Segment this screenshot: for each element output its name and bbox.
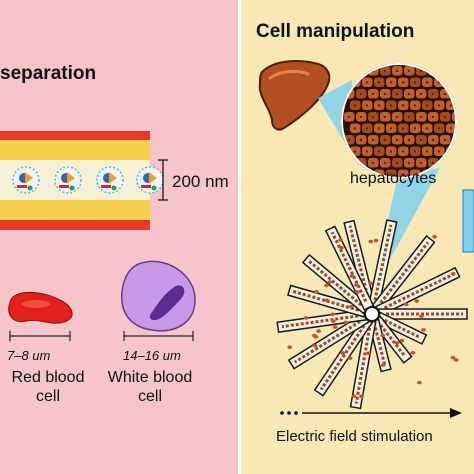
seeded-cell <box>340 351 346 355</box>
hepatocyte <box>452 66 456 76</box>
seeded-cell <box>410 351 416 355</box>
hepatocyte <box>458 101 469 111</box>
seeded-cell <box>399 338 405 343</box>
liver-organ <box>258 60 331 131</box>
seeded-cell <box>368 239 374 244</box>
rbc-size-label: 7–8 um <box>7 348 51 363</box>
seeded-cell <box>432 234 437 239</box>
hepatocyte <box>458 124 469 134</box>
rbc-size-bar <box>9 331 71 341</box>
seeded-cell <box>450 272 456 276</box>
seeded-cell <box>330 312 336 317</box>
nanoparticle <box>54 166 82 194</box>
nanoparticle <box>12 166 40 194</box>
section-title-separation: separation <box>0 63 97 84</box>
scale-bracket <box>158 159 168 201</box>
hepatocyte <box>344 158 355 168</box>
seeded-cell <box>355 290 360 294</box>
wbc-name-label: White blood cell <box>106 368 194 406</box>
wbc-size-bar <box>123 331 194 341</box>
seeded-cell <box>351 394 357 398</box>
wbc-name-line2: cell <box>137 388 162 405</box>
hepatocyte <box>452 158 456 168</box>
seeded-cell <box>324 298 330 303</box>
radial-electrode-device <box>276 219 468 410</box>
section-title-manipulation: Cell manipulation <box>256 21 415 42</box>
channel-scale-label: 200 nm <box>172 172 229 191</box>
seeded-cell <box>380 333 386 338</box>
channel-coating-top <box>0 140 150 160</box>
seeded-cell <box>450 355 456 360</box>
hepatocyte <box>458 78 469 88</box>
seeded-cell <box>394 341 400 345</box>
hepatocyte <box>458 147 469 157</box>
seeded-cell <box>287 345 293 350</box>
seeded-cell <box>373 238 379 243</box>
hepatocyte <box>452 89 456 99</box>
cell-separation-panel <box>0 0 240 474</box>
seeded-cell <box>417 380 422 385</box>
nanochannel <box>0 131 164 230</box>
seeded-cell <box>338 238 343 242</box>
seeded-cell <box>327 280 333 284</box>
rbc-name-line1: Red blood <box>11 369 85 386</box>
red-blood-cell-highlight <box>22 300 50 308</box>
edge-callout-bar <box>462 189 474 253</box>
seeded-cell <box>366 351 371 356</box>
liver-highlight <box>268 69 310 80</box>
field-arrow <box>280 408 462 418</box>
seeded-cell <box>303 316 309 320</box>
electric-field-label: Electric field stimulation <box>276 428 433 445</box>
channel-wall-bottom <box>0 220 150 230</box>
hepatocytes-label: hepatocytes <box>350 170 437 187</box>
seeded-cell <box>330 319 336 324</box>
nanoparticle <box>136 166 164 194</box>
channel-coating-bottom <box>0 200 150 220</box>
white-blood-cell <box>121 260 196 332</box>
seeded-cell <box>347 356 353 360</box>
hepatocyte-zoom <box>341 63 469 180</box>
rbc-name-line2: cell <box>35 388 60 405</box>
nanoparticle <box>96 166 124 194</box>
seeded-cell <box>354 283 359 287</box>
wbc-name-line1: White blood <box>107 369 193 386</box>
seeded-cell <box>380 363 386 367</box>
panel-divider <box>238 0 241 474</box>
seeded-cell <box>324 283 329 288</box>
seeded-cell <box>403 302 409 307</box>
seeded-cell <box>312 343 318 348</box>
seeded-cell <box>316 329 322 333</box>
hepatocyte <box>458 170 469 180</box>
seeded-cell <box>313 335 319 339</box>
seeded-cell <box>359 394 364 398</box>
seeded-cell <box>313 289 319 294</box>
seeded-cell <box>338 245 344 250</box>
white-blood-cell-nucleus <box>149 285 185 321</box>
particle-row <box>12 166 164 194</box>
hepatocyte <box>452 112 456 122</box>
seeded-cell <box>421 328 426 332</box>
seeded-cell <box>343 320 349 325</box>
rbc-name-label: Red blood cell <box>0 368 96 406</box>
channel-wall-top <box>0 131 150 140</box>
seeded-cell <box>348 304 354 309</box>
hepatocyte <box>446 77 456 87</box>
seeded-cell <box>349 274 355 278</box>
hepatocyte <box>440 66 451 76</box>
hepatocyte <box>344 66 355 76</box>
seeded-cell <box>368 281 374 286</box>
device-center <box>364 306 380 322</box>
seeded-cell <box>414 299 420 303</box>
hepatocyte <box>446 169 456 178</box>
seeded-cell <box>332 325 338 329</box>
wbc-size-label: 14–16 um <box>123 348 181 363</box>
seeded-cell <box>453 358 459 362</box>
seeded-cell <box>419 314 424 318</box>
